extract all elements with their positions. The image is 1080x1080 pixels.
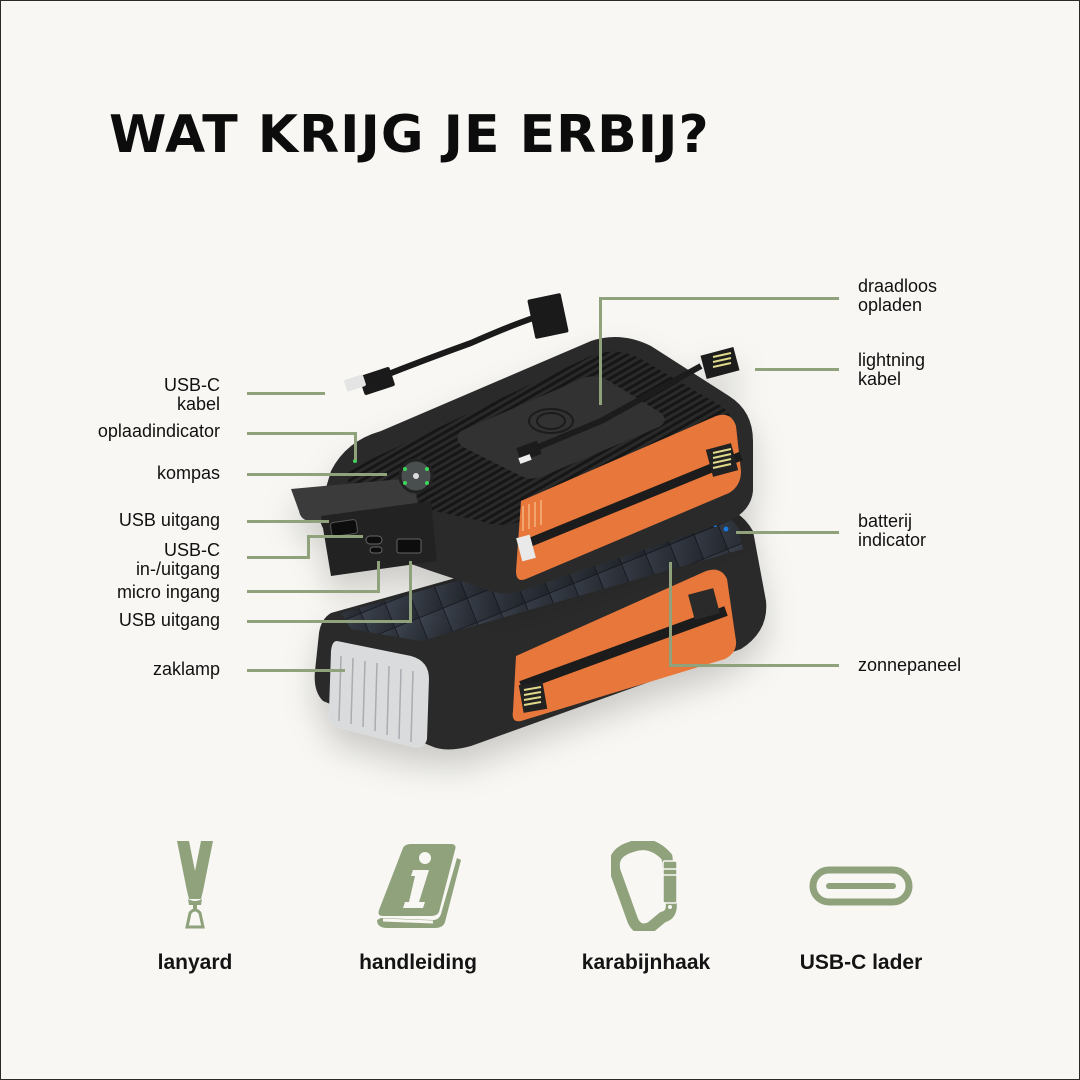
leader-line-usb-c-port bbox=[247, 556, 309, 559]
manual-book-icon bbox=[318, 841, 518, 931]
label-lightning-cable: lightning kabel bbox=[858, 350, 926, 389]
page-title: WAT KRIJG JE ERBIJ? bbox=[109, 105, 710, 165]
label-wireless-charging: draadloos opladen bbox=[858, 276, 938, 315]
leader-line-flashlight bbox=[247, 669, 345, 672]
leader-line-charge-indicator bbox=[247, 432, 357, 435]
usb-c-port-icon bbox=[761, 841, 961, 931]
accessory-lanyard: lanyard bbox=[95, 841, 295, 975]
label-battery-indicator: batterij indicator bbox=[858, 511, 927, 550]
leader-line-charge-indicator-v bbox=[354, 432, 357, 460]
label-usb-c-in-out: USB-C in-/uitgang bbox=[135, 540, 220, 579]
leader-line-micro-v bbox=[377, 561, 380, 593]
leader-line-lightning bbox=[755, 368, 839, 371]
leader-line-usb-out-2-v bbox=[409, 561, 412, 623]
label-charge-indicator: oplaadindicator bbox=[97, 421, 220, 441]
leader-line-wireless bbox=[599, 297, 839, 300]
label-solar-panel: zonnepaneel bbox=[858, 655, 962, 675]
accessory-lanyard-label: lanyard bbox=[157, 951, 233, 974]
accessory-usb-c-charger-label: USB-C lader bbox=[799, 951, 923, 974]
leader-line-compass bbox=[247, 473, 387, 476]
label-usb-c-cable: USB-C kabel bbox=[163, 375, 220, 414]
accessory-manual-label: handleiding bbox=[359, 951, 477, 974]
label-usb-output-2: USB uitgang bbox=[118, 610, 220, 630]
accessory-carabiner-label: karabijnhaak bbox=[581, 951, 711, 974]
top-power-bank bbox=[291, 337, 753, 594]
label-compass: kompas bbox=[156, 463, 220, 483]
leader-line-battery bbox=[736, 531, 839, 534]
leader-line-usb-c-port-v bbox=[307, 535, 310, 559]
leader-line-wireless-v bbox=[599, 297, 602, 405]
lanyard-icon bbox=[95, 841, 295, 931]
label-micro-input: micro ingang bbox=[116, 582, 220, 602]
label-usb-output-1: USB uitgang bbox=[118, 510, 220, 530]
accessory-carabiner: karabijnhaak bbox=[546, 841, 746, 975]
usb-c-cable bbox=[344, 293, 569, 395]
label-flashlight: zaklamp bbox=[152, 659, 220, 679]
accessory-usb-c-charger: USB-C lader bbox=[761, 841, 961, 975]
leader-line-usb-out-1 bbox=[247, 520, 329, 523]
leader-line-usb-out-2 bbox=[247, 620, 412, 623]
leader-line-usb-c-cable bbox=[247, 392, 325, 395]
leader-line-micro bbox=[247, 590, 380, 593]
leader-line-solar bbox=[669, 664, 839, 667]
carabiner-icon bbox=[546, 841, 746, 931]
accessory-manual: handleiding bbox=[318, 841, 518, 975]
leader-line-solar-v bbox=[669, 562, 672, 667]
leader-line-usb-c-port-h2 bbox=[307, 535, 363, 538]
